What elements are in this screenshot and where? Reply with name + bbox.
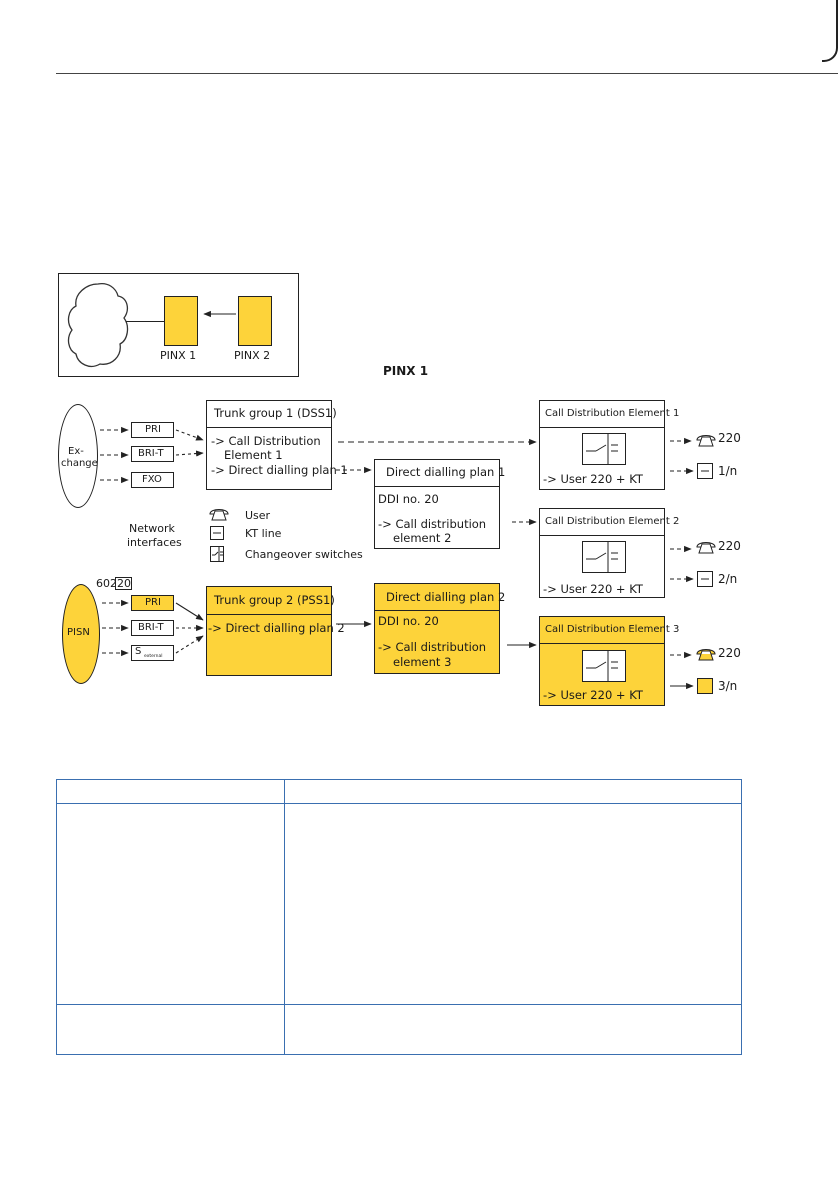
header-rule (56, 73, 838, 74)
table-frame (56, 779, 742, 1055)
legend-kt-line: KT line (245, 527, 282, 540)
trunk-group-2-line1: -> Direct dialling plan 2 (208, 621, 345, 635)
ddp1-line2: -> Call distribution (378, 517, 487, 531)
cloud-icon (67, 282, 129, 368)
phone-icon (696, 542, 716, 554)
cloud-link (126, 321, 164, 322)
interface-bri-t-2 (131, 620, 174, 636)
ddp1-title: Direct dialling plan 1 (386, 465, 506, 479)
network-interfaces-label-1: Network (129, 522, 175, 535)
cde2-kt: 2/n (718, 572, 738, 586)
direct-dialling-plan-2 (374, 583, 500, 674)
ddp2-line2: -> Call distribution (378, 640, 487, 654)
cde1-user-number: 220 (718, 431, 741, 445)
phone-icon (696, 435, 716, 447)
cde3-target: -> User 220 + KT (543, 688, 643, 702)
interface-pri-2-label: PRI (145, 597, 161, 608)
changeover-switch-icon (582, 650, 626, 682)
interface-fxo (131, 472, 174, 488)
ddp1-line3: element 2 (393, 531, 452, 545)
exchange-label-1: Ex- (68, 446, 84, 457)
interface-s-label: S (135, 646, 142, 657)
table-header-rule (56, 803, 742, 804)
cde3-kt: 3/n (718, 679, 738, 693)
interface-bri-t (131, 446, 174, 462)
changeover-legend-icon (210, 546, 224, 562)
pinx2-label: PINX 2 (234, 349, 271, 362)
pisn-number-boxed: 20 (117, 577, 131, 590)
interface-fxo-label: FXO (142, 474, 162, 485)
table-column-rule (284, 779, 285, 1055)
exchange-label-2: change (61, 458, 98, 469)
ddp1-line1: DDI no. 20 (378, 492, 439, 506)
cde1-title: Call Distribution Element 1 (545, 408, 680, 419)
trunk-group-2-title: Trunk group 2 (PSS1) (214, 593, 335, 607)
trunk-group-1-line3: -> Direct dialling plan 1 (211, 463, 348, 477)
changeover-switch-icon (582, 433, 626, 465)
kt-line-icon (210, 526, 224, 540)
cde2-title: Call Distribution Element 2 (545, 516, 680, 527)
pinx1-label: PINX 1 (160, 349, 197, 362)
table-row-rule (56, 1004, 742, 1005)
ddp1-divider (374, 486, 500, 487)
interface-bri-t-label: BRI-T (138, 448, 164, 459)
trunk-group-1 (206, 400, 332, 490)
cde1-target: -> User 220 + KT (543, 472, 643, 486)
ddp2-title: Direct dialling plan 2 (386, 590, 506, 604)
trunk-group-1-divider (206, 427, 332, 428)
legend-user: User (245, 509, 271, 522)
cde1-divider (539, 427, 665, 428)
phone-icon (696, 649, 716, 661)
kt-line-icon (697, 463, 713, 479)
pinx1-box (164, 296, 198, 346)
cde2-user-number: 220 (718, 539, 741, 553)
pisn-number-box (115, 577, 132, 590)
interface-s-external (131, 645, 174, 661)
kt-line-icon (697, 571, 713, 587)
trunk-group-2 (206, 586, 332, 676)
cde3-title: Call Distribution Element 3 (545, 624, 680, 635)
interface-pri-label: PRI (145, 424, 161, 435)
interface-pri (131, 422, 174, 438)
exchange-node (58, 404, 98, 508)
cde2-target: -> User 220 + KT (543, 582, 643, 596)
ddp2-divider (374, 610, 500, 611)
interface-pri-2 (131, 595, 174, 611)
interface-bri-t-2-label: BRI-T (138, 622, 164, 633)
cde3-divider (539, 643, 665, 644)
trunk-group-2-divider (206, 614, 332, 615)
direct-dialling-plan-1 (374, 459, 500, 549)
legend-changeover: Changeover switches (245, 548, 363, 561)
trunk-group-1-title: Trunk group 1 (DSS1) (214, 406, 337, 420)
kt-line-icon (697, 678, 713, 694)
cde3-user-number: 220 (718, 646, 741, 660)
cde2-divider (539, 535, 665, 536)
connector-layer (100, 310, 694, 690)
ddp2-line1: DDI no. 20 (378, 614, 439, 628)
network-interfaces-label-2: interfaces (127, 536, 182, 549)
pisn-number-prefix: 602 (96, 577, 117, 590)
trunk-group-1-line2: Element 1 (224, 448, 283, 462)
cde1-kt: 1/n (718, 464, 738, 478)
pisn-label: PISN (67, 627, 90, 638)
pinx-title: PINX 1 (383, 364, 429, 378)
ddp2-line3: element 3 (393, 655, 452, 669)
phone-icon (209, 509, 229, 521)
pisn-node (62, 584, 100, 684)
trunk-group-1-line1: -> Call Distribution (211, 434, 321, 448)
pinx2-box (238, 296, 272, 346)
changeover-switch-icon (582, 541, 626, 573)
interface-s-subscript: external (144, 654, 163, 659)
